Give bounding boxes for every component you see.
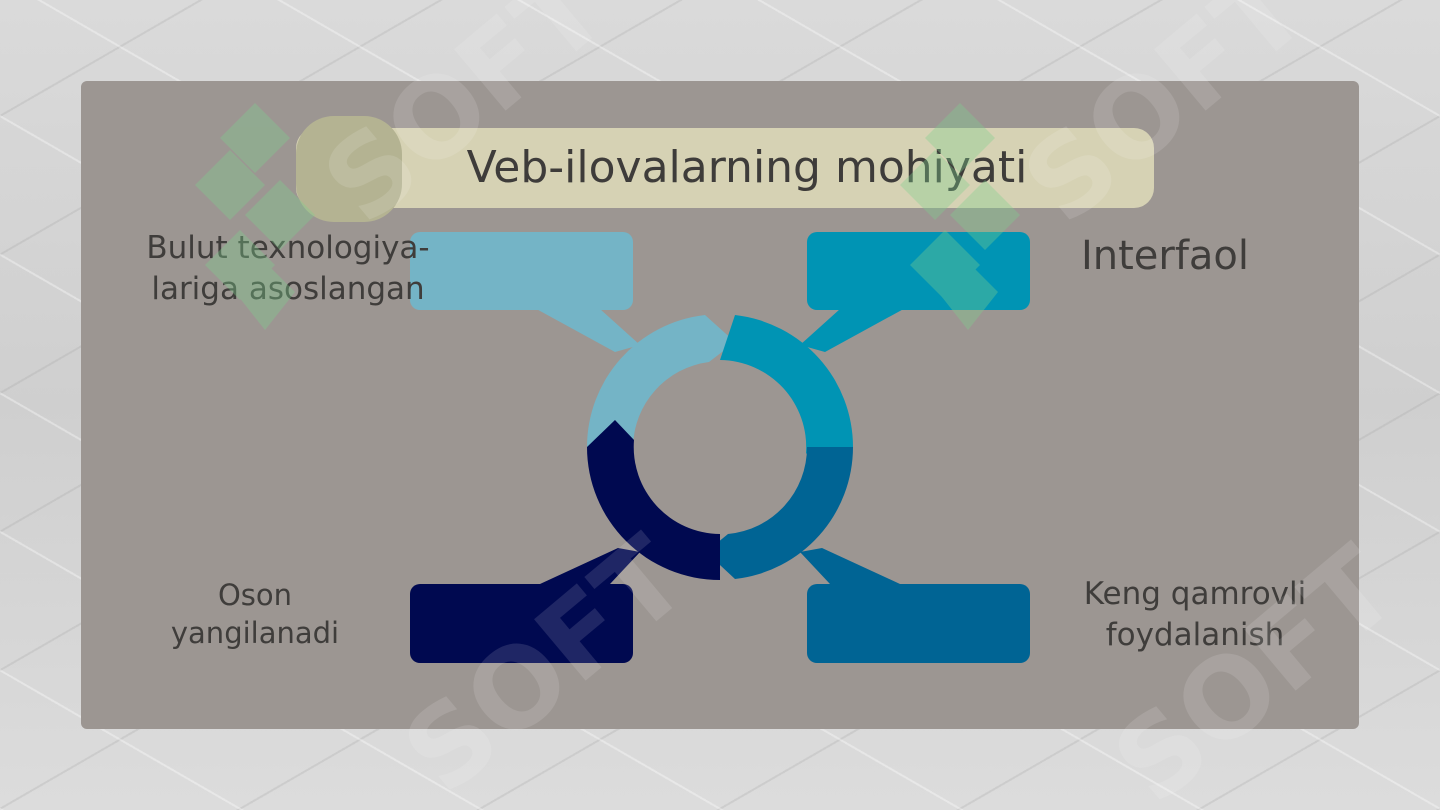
callout-bottom-left	[410, 548, 640, 663]
title-bar	[296, 128, 1154, 208]
label-wide-usage: Keng qamrovli foydalanish	[1083, 576, 1307, 653]
label-easy-update: Oson yangilanadi	[170, 578, 340, 651]
label-cloud-based: Bulut texnologiya- lariga asoslangan	[146, 230, 430, 307]
ring-segment-bottom-left	[587, 420, 720, 580]
callout-bottom-right	[800, 548, 1030, 663]
ring-segment-top-right	[720, 315, 853, 477]
ring-segment-bottom-right	[706, 447, 853, 579]
slide-title: Veb-ilovalarning mohiyati	[466, 142, 1028, 193]
ring-segment-top-left	[587, 315, 735, 447]
callout-top-left	[410, 232, 640, 352]
title-decoration	[296, 116, 402, 222]
label-interactive: Interfaol	[1080, 233, 1250, 279]
callout-top-right	[800, 232, 1030, 352]
